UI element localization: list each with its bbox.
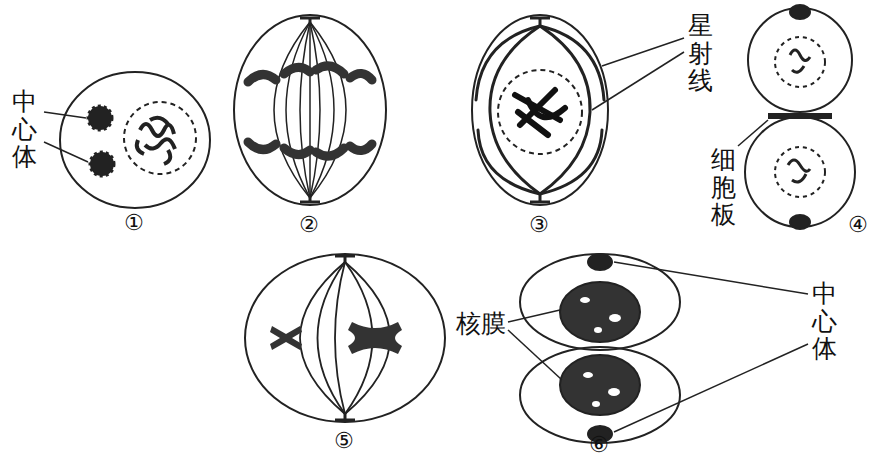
figure-number: ⑤ <box>334 430 354 452</box>
chromatin <box>137 118 175 164</box>
nucleus-spot <box>580 297 621 407</box>
chromosome <box>248 66 372 156</box>
leader-line <box>614 344 808 432</box>
leader-line <box>602 38 684 66</box>
figure-number: ⑥ <box>589 434 609 456</box>
cell-outline <box>748 8 852 112</box>
nucleus <box>560 355 640 415</box>
nucleus-membrane <box>124 102 196 174</box>
structure-label: 细胞板 <box>711 146 736 229</box>
leader-line <box>614 262 808 294</box>
centrosome <box>790 215 810 229</box>
leader-line <box>592 52 684 110</box>
astral-ray <box>476 26 604 194</box>
structure-label: 中心体 <box>12 88 37 171</box>
cell-outline <box>745 117 855 227</box>
chromosome <box>515 90 565 135</box>
spindle <box>274 22 346 198</box>
structure-label: 星射线 <box>688 12 713 95</box>
nucleus-membrane <box>498 70 582 154</box>
structure-label: 核膜 <box>456 310 506 338</box>
nucleus <box>560 282 640 342</box>
leader-line <box>738 120 768 146</box>
figure-number: ① <box>124 212 144 234</box>
figure-number: ② <box>299 214 319 236</box>
nucleus-membrane <box>775 147 825 197</box>
leader-line <box>44 142 88 162</box>
cell-plate <box>768 113 832 119</box>
cell-outline <box>245 254 445 422</box>
cell-outline <box>472 15 608 205</box>
chromosome <box>270 322 402 354</box>
leader-line <box>508 330 562 380</box>
nucleus-membrane <box>775 37 825 87</box>
spindle-pole <box>300 18 320 202</box>
cell-outline <box>60 72 210 208</box>
centrosome <box>790 5 810 19</box>
leader-line <box>508 310 560 322</box>
cell-outline <box>234 15 386 205</box>
figure-number: ③ <box>529 214 549 236</box>
cell-outline <box>520 347 680 443</box>
structure-label: 中心体 <box>812 280 837 363</box>
leader-line <box>44 112 86 118</box>
centrosome <box>88 106 114 176</box>
centrosome <box>588 254 612 270</box>
spindle-pole <box>335 256 355 420</box>
figure-number: ④ <box>848 214 868 236</box>
